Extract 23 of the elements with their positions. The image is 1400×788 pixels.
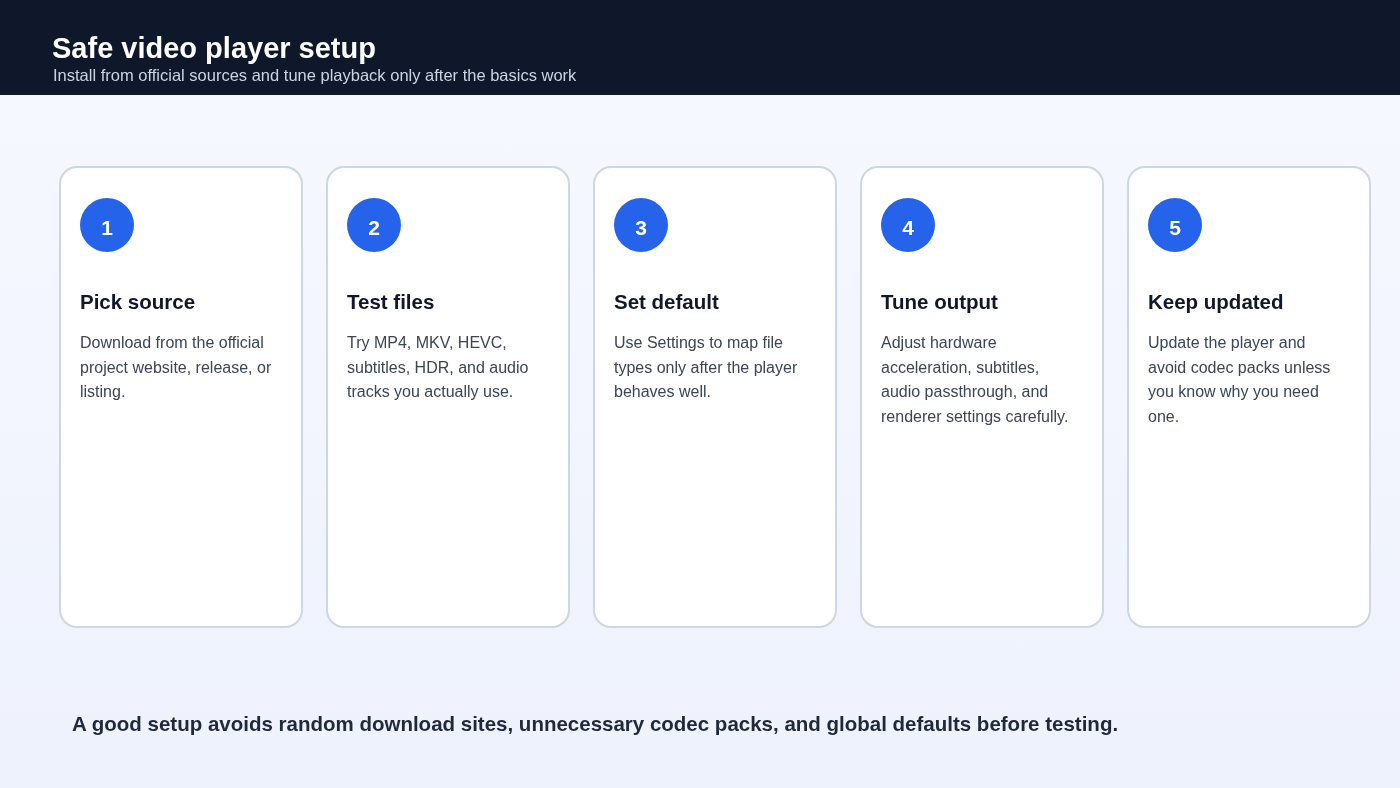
number-circle: 1 bbox=[80, 198, 134, 252]
step-card bbox=[593, 166, 837, 628]
step-description: Try MP4, MKV, HEVC, subtitles, HDR, and audio tracks you actually use. bbox=[347, 333, 530, 402]
subtitle: Install from official sources and tune playback only after the basics work bbox=[53, 65, 577, 85]
step-description: Adjust hardware acceleration, subtitles, audio passthrough, and renderer settings carefully. bbox=[881, 333, 1070, 427]
step-title: Test files bbox=[347, 289, 435, 315]
step-title: Keep updated bbox=[1148, 289, 1284, 315]
number-circle: 2 bbox=[347, 198, 401, 252]
step-card bbox=[59, 166, 303, 628]
step-title: Set default bbox=[614, 289, 719, 315]
number-circle: 4 bbox=[881, 198, 935, 252]
step-description: Use Settings to map file types only after the player behaves well. bbox=[614, 333, 799, 402]
step-title: Pick source bbox=[80, 289, 196, 315]
number-circle: 3 bbox=[614, 198, 668, 252]
step-card bbox=[1127, 166, 1371, 628]
page-title: Safe video player setup bbox=[52, 31, 376, 66]
step-card bbox=[326, 166, 570, 628]
step-card bbox=[860, 166, 1104, 628]
number-circle: 5 bbox=[1148, 198, 1202, 252]
step-description: Download from the official project website, release, or listing. bbox=[80, 333, 273, 402]
caption-text: A good setup avoids random download sites, unnecessary codec packs, and global defaults before testing. bbox=[72, 711, 1119, 737]
step-title: Tune output bbox=[881, 289, 998, 315]
step-description: Update the player and avoid codec packs unless you know why you need one. bbox=[1148, 333, 1332, 427]
